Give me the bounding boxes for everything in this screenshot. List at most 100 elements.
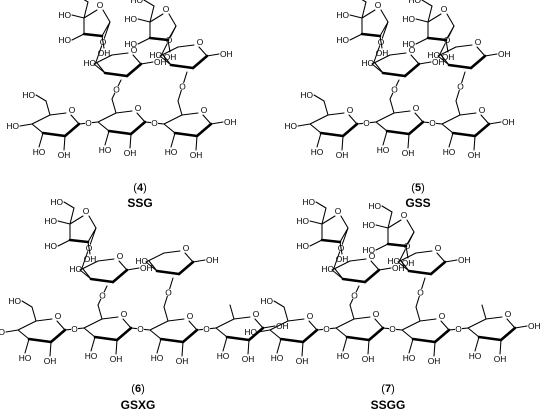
glycosidic-oxygen-label: O — [429, 118, 436, 128]
glycosidic-bond — [81, 251, 89, 269]
substituent-bond — [375, 243, 389, 251]
substituent-bond — [21, 300, 33, 308]
hydroxyl-label: OH — [494, 354, 507, 364]
hydroxyl-label: OH — [176, 356, 189, 366]
hydroxyl-label: HO — [99, 145, 112, 155]
bold-bond — [82, 32, 104, 38]
substituent-bond — [156, 338, 162, 354]
bold-bond — [341, 277, 367, 284]
glycosidic-bond — [356, 122, 364, 125]
bond-line — [163, 123, 176, 134]
bold-bond — [403, 62, 421, 78]
ring-oxygen-label: O — [135, 103, 142, 113]
substituent-bond — [71, 14, 85, 19]
substituent-bond — [5, 329, 19, 333]
bond-line — [406, 219, 415, 233]
hydroxyl-label: OH — [224, 117, 237, 127]
glycosidic-bond — [144, 121, 152, 124]
substituent-bond — [484, 53, 498, 57]
bond-line — [415, 306, 421, 322]
substituent-bond — [24, 338, 30, 354]
hydroxyl-label: OH — [164, 52, 177, 62]
hydroxyl-label: OH — [84, 254, 97, 264]
bond-line — [393, 110, 411, 114]
substituent-bond — [301, 341, 304, 357]
substituent-bond — [421, 0, 433, 7]
bond-line — [308, 320, 318, 331]
substituent-bond — [19, 123, 33, 127]
bond-line — [309, 123, 322, 134]
substituent-bond — [143, 0, 155, 7]
bold-bond — [320, 238, 342, 244]
bond-line — [97, 304, 103, 320]
ring-oxygen-label: O — [253, 309, 260, 319]
glycosidic-oxygen-label: O — [378, 37, 385, 47]
bond-line — [361, 1, 367, 19]
bond-line — [188, 320, 198, 331]
glycosidic-oxygen-label: O — [71, 324, 78, 334]
bold-bond — [181, 328, 199, 344]
bold-bond — [111, 268, 129, 284]
hydroxyl-label: OH — [140, 263, 153, 273]
bond-line — [35, 318, 53, 322]
bond-line — [427, 5, 433, 23]
substituent-bond — [162, 54, 172, 66]
substituent-bond — [96, 62, 106, 74]
compound-4-number: (4) — [133, 182, 147, 194]
hydroxyl-label: HO — [8, 296, 21, 306]
bold-bond — [341, 122, 359, 138]
hydroxyl-label: OH — [468, 150, 481, 160]
glycosidic-bond — [196, 328, 204, 331]
hydroxyl-label: OH — [242, 354, 255, 364]
bond-line — [31, 306, 37, 322]
compound-4-name: SSG — [127, 196, 153, 210]
glycosidic-bond — [389, 92, 394, 100]
glycosidic-oxygen-label: O — [338, 243, 345, 253]
glycosidic-oxygen-label: O — [99, 291, 106, 301]
glycosidic-bond — [421, 277, 426, 290]
substituent-bond — [474, 336, 480, 352]
substituent-bond — [378, 267, 392, 271]
substituent-bond — [87, 241, 91, 255]
glycosidic-oxygen-label: O — [457, 82, 464, 92]
hydroxyl-label: HO — [402, 14, 415, 24]
substituent-bond — [367, 339, 370, 355]
substituent-bond — [408, 338, 414, 354]
compound-7-number: (7) — [381, 383, 395, 395]
hydroxyl-label: HO — [362, 245, 375, 255]
bold-bond — [27, 337, 53, 344]
ring-oxygen-label: O — [401, 210, 408, 220]
bond-line — [414, 112, 424, 123]
hydroxyl-label: HO — [443, 147, 456, 157]
bold-bond — [367, 326, 385, 342]
glycosidic-oxygen-label: O — [444, 35, 451, 45]
glycosidic-bond — [455, 89, 460, 102]
glycosidic-oxygen-label: O — [85, 118, 92, 128]
bond-line — [56, 320, 66, 331]
substituent-bond — [334, 268, 344, 280]
ring-oxygen-label: O — [201, 105, 208, 115]
hydroxyl-label: OH — [220, 49, 233, 59]
hydroxyl-label: OH — [336, 254, 349, 264]
substituent-bond — [297, 123, 311, 127]
bond-line — [476, 46, 486, 57]
bold-bond — [469, 54, 487, 70]
glycosidic-bond — [177, 89, 182, 102]
glycosidic-bond — [143, 328, 151, 331]
bond-line — [149, 329, 162, 340]
glycosidic-bond — [77, 327, 85, 330]
substituent-bond — [137, 37, 151, 45]
bond-line — [167, 318, 185, 322]
bond-line — [202, 114, 212, 125]
substituent-bond — [514, 325, 528, 329]
bold-bond — [386, 242, 408, 248]
glycosidic-oxygen-label: O — [389, 324, 396, 334]
glycosidic-bond — [157, 122, 165, 125]
bond-line — [97, 112, 117, 123]
substituent-bond — [339, 241, 343, 255]
bond-line — [233, 316, 251, 320]
substituent-bond — [315, 201, 327, 209]
hydroxyl-label: OH — [392, 263, 405, 273]
bond-line — [446, 13, 455, 27]
glycosidic-oxygen-label: O — [137, 324, 144, 334]
